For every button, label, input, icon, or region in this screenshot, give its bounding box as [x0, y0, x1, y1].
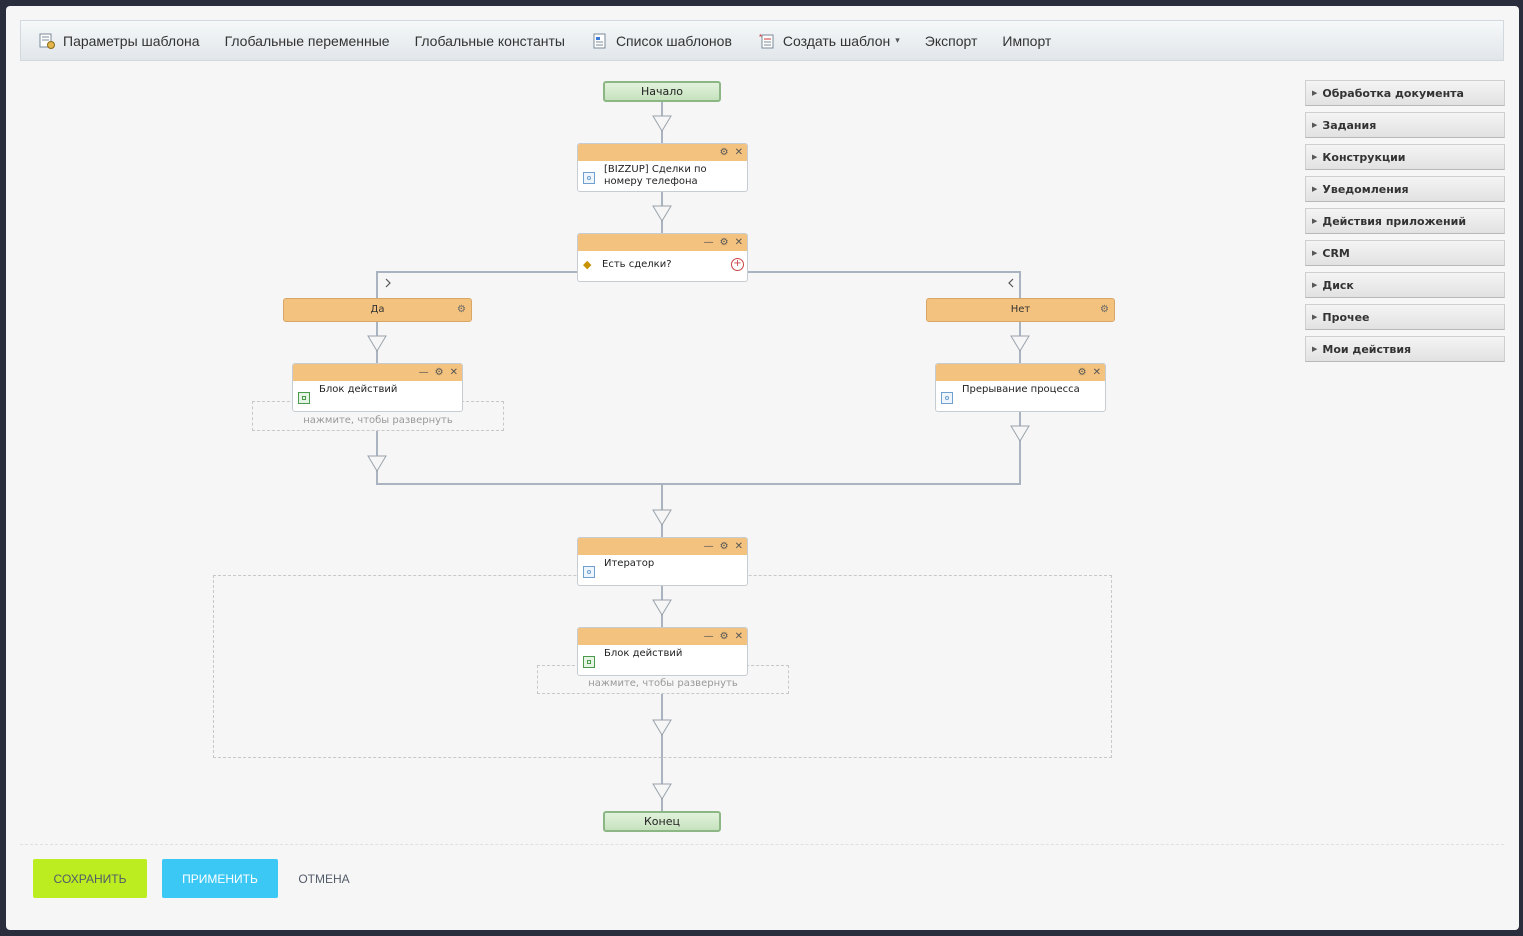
gear-icon[interactable]: ⚙ [434, 367, 444, 378]
activity-icon [583, 566, 595, 578]
chevron-right-icon: ▶ [1312, 281, 1318, 289]
collapse-icon[interactable]: — [703, 631, 714, 642]
palette-other[interactable]: ▶Прочее [1305, 304, 1505, 330]
chevron-right-icon [385, 278, 391, 288]
arrow-icon [1010, 425, 1030, 442]
action-block-icon [583, 656, 595, 668]
chevron-right-icon: ▶ [1312, 89, 1318, 97]
arrow-icon [367, 335, 387, 352]
arrow-icon [652, 115, 672, 132]
chevron-right-icon: ▶ [1312, 121, 1318, 129]
gear-icon[interactable]: ⚙ [1100, 304, 1109, 315]
designer-window: Параметры шаблона Глобальные переменные … [6, 6, 1519, 930]
chevron-right-icon: ▶ [1312, 185, 1318, 193]
branch-yes[interactable]: Да ⚙ [283, 298, 472, 322]
chevron-down-icon: ▾ [895, 35, 900, 45]
save-button[interactable]: СОХРАНИТЬ [33, 859, 147, 898]
palette-notifications[interactable]: ▶Уведомления [1305, 176, 1505, 202]
chevron-right-icon: ▶ [1312, 153, 1318, 161]
chevron-right-icon: ▶ [1312, 249, 1318, 257]
template-list-button[interactable]: Список шаблонов [592, 33, 732, 49]
palette-crm[interactable]: ▶CRM [1305, 240, 1505, 266]
arrow-icon [652, 599, 672, 616]
designer-toolbar: Параметры шаблона Глобальные переменные … [20, 20, 1504, 61]
close-icon[interactable]: ✕ [1092, 367, 1101, 378]
svg-text:*: * [759, 33, 762, 42]
activity-header: — ⚙ ✕ [293, 364, 462, 381]
iterator-activity[interactable]: — ⚙ ✕ Итератор [577, 537, 748, 586]
close-icon[interactable]: ✕ [734, 631, 743, 642]
activity-header: ⚙ ✕ [936, 364, 1105, 381]
gear-icon[interactable]: ⚙ [719, 237, 729, 248]
condition-icon: ◆ [583, 258, 592, 271]
yes-action-block[interactable]: — ⚙ ✕ Блок действий [292, 363, 463, 412]
chevron-right-icon: ▶ [1312, 217, 1318, 225]
global-constants-button[interactable]: Глобальные константы [414, 32, 565, 49]
gear-icon[interactable]: ⚙ [1077, 367, 1087, 378]
apply-button[interactable]: ПРИМЕНИТЬ [162, 859, 278, 898]
collapse-icon[interactable]: — [703, 541, 714, 552]
action-block-icon [298, 392, 310, 404]
palette-disk[interactable]: ▶Диск [1305, 272, 1505, 298]
gear-icon[interactable]: ⚙ [457, 304, 466, 315]
arrow-icon [652, 509, 672, 526]
palette-tasks[interactable]: ▶Задания [1305, 112, 1505, 138]
activity-header: ⚙ ✕ [578, 144, 747, 161]
arrow-icon [1010, 335, 1030, 352]
palette-document-processing[interactable]: ▶Обработка документа [1305, 80, 1505, 106]
arrow-icon [652, 719, 672, 736]
arrow-icon [367, 455, 387, 472]
footer-divider [20, 844, 1504, 845]
palette-app-actions[interactable]: ▶Действия приложений [1305, 208, 1505, 234]
activity-header: — ⚙ ✕ [578, 538, 747, 555]
collapse-icon[interactable]: — [418, 367, 429, 378]
gear-icon[interactable]: ⚙ [719, 631, 729, 642]
activity-icon [941, 392, 953, 404]
palette-my-actions[interactable]: ▶Мои действия [1305, 336, 1505, 362]
branch-no[interactable]: Нет ⚙ [926, 298, 1115, 322]
start-node[interactable]: Начало [603, 81, 721, 102]
gear-icon[interactable]: ⚙ [719, 147, 729, 158]
chevron-right-icon: ▶ [1312, 313, 1318, 321]
template-list-icon [592, 33, 608, 49]
cancel-button[interactable]: ОТМЕНА [298, 871, 350, 886]
collapse-icon[interactable]: — [703, 237, 714, 248]
add-branch-icon[interactable]: + [731, 258, 744, 271]
create-template-button[interactable]: * Создать шаблон ▾ [758, 32, 900, 49]
workflow-canvas: Начало ⚙ ✕ [BIZZUP] Сделки по номеру тел… [6, 6, 1519, 930]
terminate-process-activity[interactable]: ⚙ ✕ Прерывание процесса [935, 363, 1106, 412]
chevron-left-icon [1008, 278, 1014, 288]
palette-constructions[interactable]: ▶Конструкции [1305, 144, 1505, 170]
activity-icon [583, 172, 595, 184]
template-settings-icon [39, 33, 55, 49]
iterator-action-block[interactable]: — ⚙ ✕ Блок действий [577, 627, 748, 676]
close-icon[interactable]: ✕ [734, 541, 743, 552]
template-params-button[interactable]: Параметры шаблона [39, 33, 200, 49]
condition-activity[interactable]: — ⚙ ✕ ◆ Есть сделки? + [577, 233, 748, 282]
activity-header: — ⚙ ✕ [578, 234, 747, 251]
close-icon[interactable]: ✕ [734, 237, 743, 248]
close-icon[interactable]: ✕ [734, 147, 743, 158]
close-icon[interactable]: ✕ [449, 367, 458, 378]
arrow-icon [652, 205, 672, 222]
export-button[interactable]: Экспорт [924, 32, 978, 49]
activity-palette: ▶Обработка документа ▶Задания ▶Конструкц… [1305, 80, 1505, 368]
arrow-icon [652, 783, 672, 800]
create-template-icon: * [759, 33, 775, 49]
gear-icon[interactable]: ⚙ [719, 541, 729, 552]
import-button[interactable]: Импорт [1002, 32, 1052, 49]
activity-bizzup-deals[interactable]: ⚙ ✕ [BIZZUP] Сделки по номеру телефона [577, 143, 748, 192]
end-node[interactable]: Конец [603, 811, 721, 832]
chevron-right-icon: ▶ [1312, 345, 1318, 353]
activity-header: — ⚙ ✕ [578, 628, 747, 645]
connector-lines [367, 102, 1030, 811]
global-variables-button[interactable]: Глобальные переменные [224, 32, 390, 49]
